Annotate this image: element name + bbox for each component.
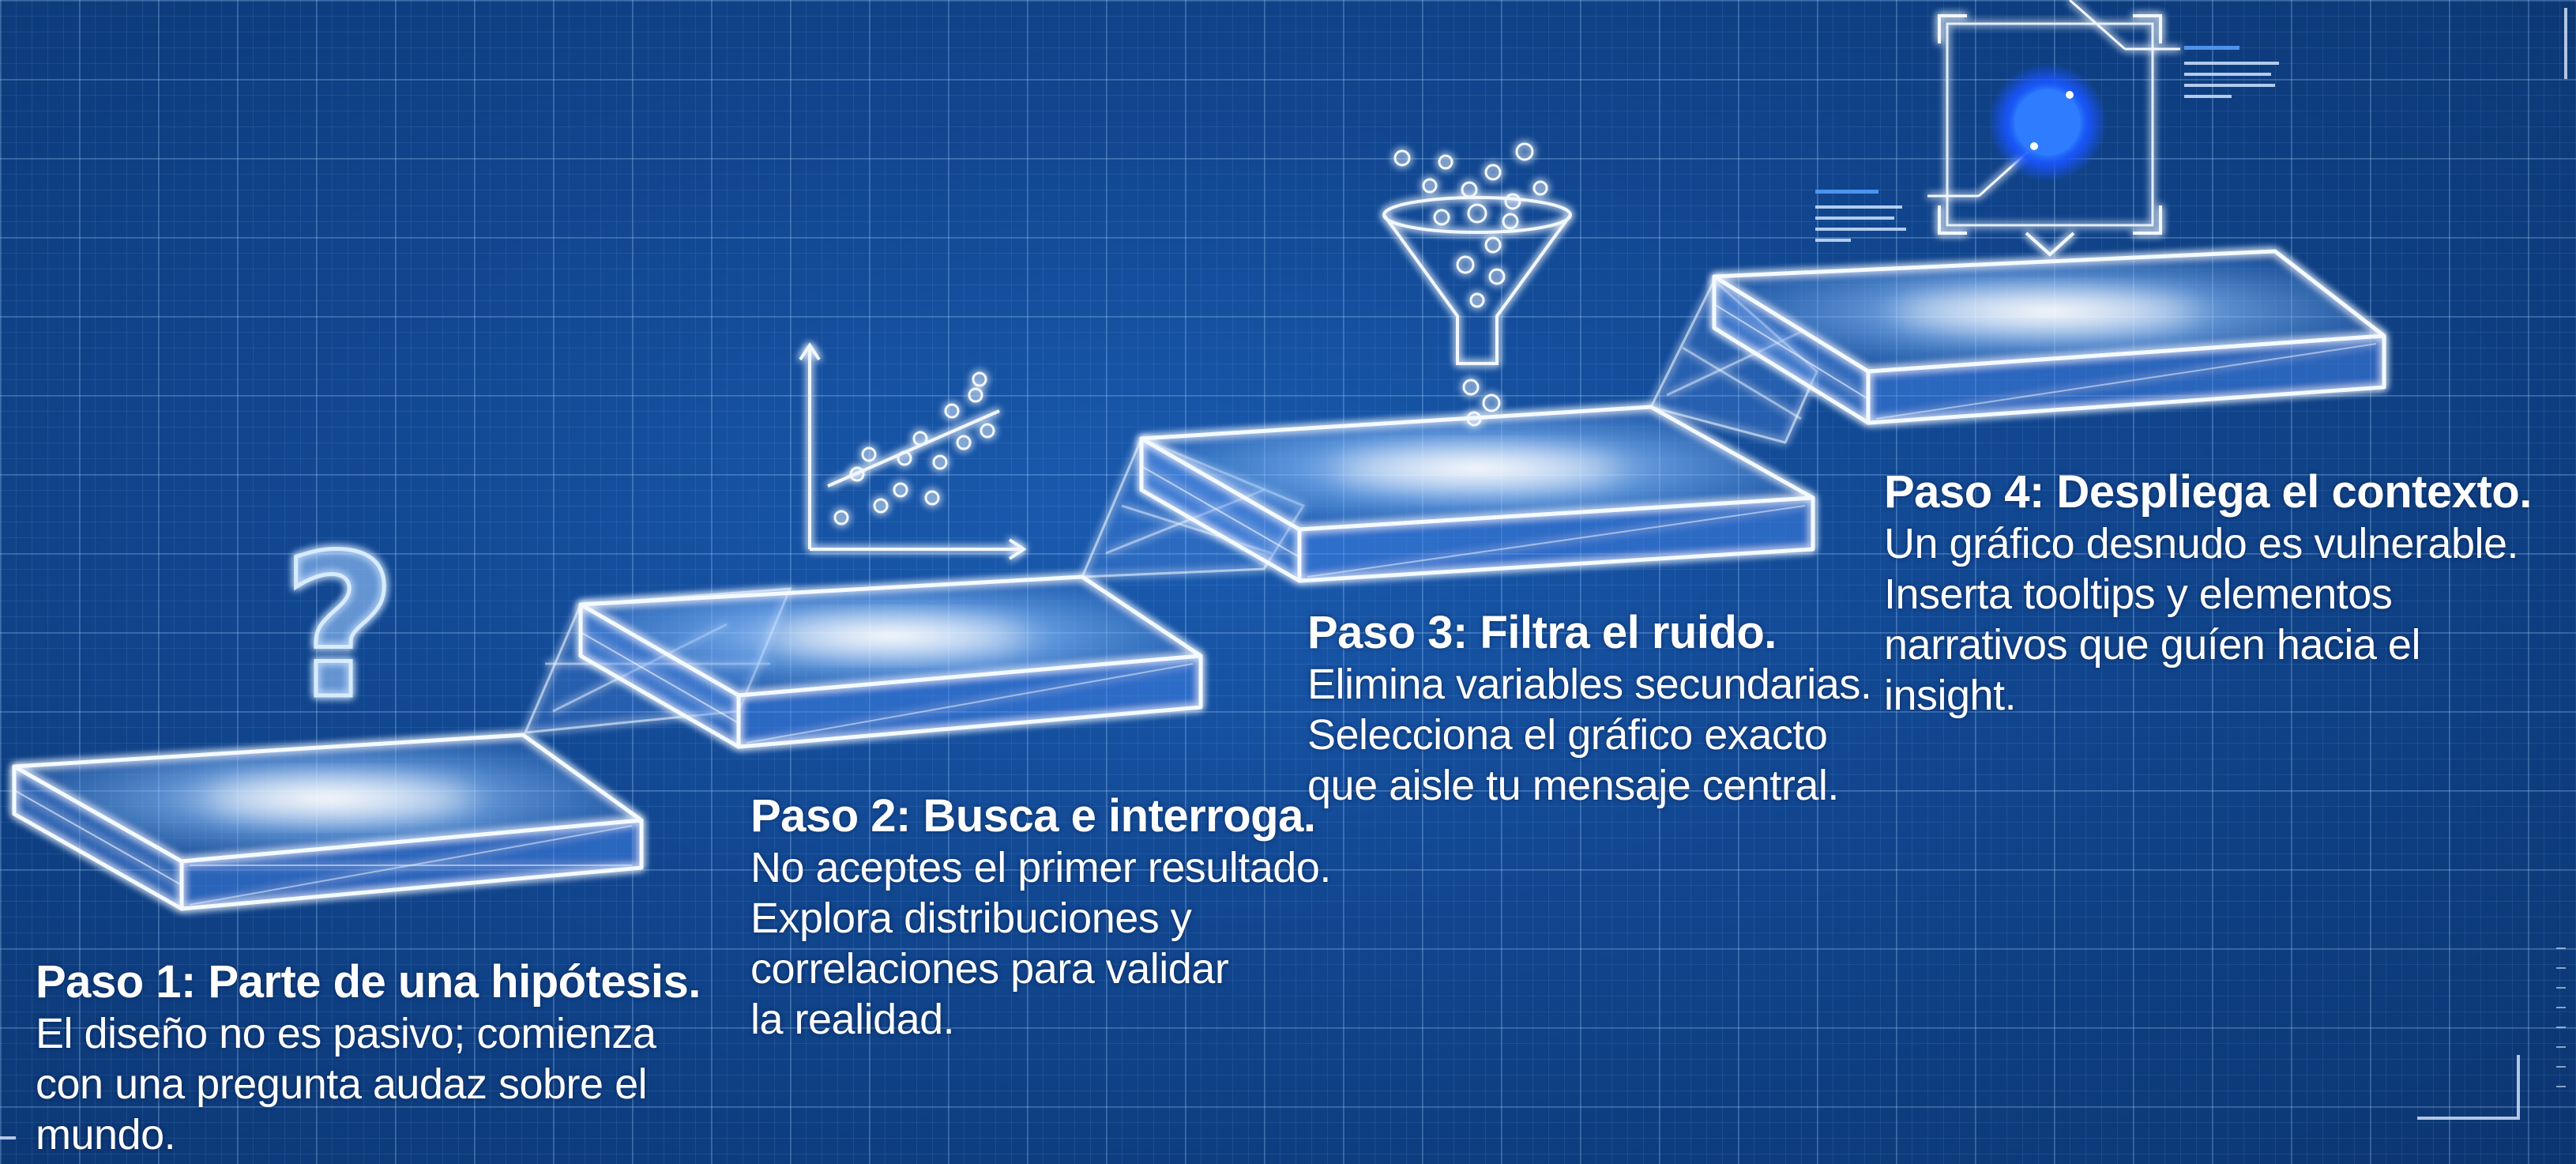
platform-4 [1712, 249, 2386, 425]
step-2-body-line-4: la realidad. [750, 996, 955, 1043]
scatter-plot-icon [799, 342, 1027, 560]
step-2-title: Paso 2: Busca e interroga. [750, 790, 1316, 842]
tooltip-frame-icon [1815, 0, 2279, 257]
step-3-title: Paso 3: Filtra el ruido. [1307, 607, 1777, 658]
question-mark-icon: ? [280, 510, 399, 744]
step-1-title: Paso 1: Parte de una hipótesis. [36, 956, 701, 1008]
step-4-body-line-1: Un gráfico desnudo es vulnerable. [1884, 520, 2519, 567]
platform-2 [578, 574, 1203, 749]
funnel-icon [1382, 142, 1572, 427]
scale-ticks [2556, 947, 2566, 1087]
step-1-body-line-1: El diseño no es pasivo; comienza [36, 1010, 656, 1057]
step-3-text: Paso 3: Filtra el ruido. Elimina variabl… [1307, 607, 1908, 811]
step-2-text: Paso 2: Busca e interroga. No aceptes el… [750, 790, 1382, 1045]
step-4-body-line-3: narrativos que guíen hacia el insight. [1884, 621, 2420, 719]
step-3-body-line-3: que aisle tu mensaje central. [1307, 762, 1839, 809]
step-1-body-line-3: mundo. [36, 1111, 176, 1158]
svg-text:?: ? [282, 512, 397, 742]
step-1-body-line-2: con una pregunta audaz sobre el [36, 1060, 648, 1108]
tooltip-placeholder-text-left [1815, 190, 1906, 242]
tooltip-placeholder-text-right [2184, 46, 2279, 98]
frame-corners [0, 8, 2567, 1140]
step-4-body-line-2: Inserta tooltips y elementos [1884, 571, 2393, 618]
step-3-body-line-1: Elimina variables secundarias. [1307, 661, 1872, 708]
platform-1 [12, 733, 644, 911]
step-2-body-line-2: Explora distribuciones y [750, 895, 1192, 942]
step-1-text: Paso 1: Parte de una hipótesis. El diseñ… [36, 956, 715, 1160]
step-2-body-line-1: No aceptes el primer resultado. [750, 844, 1331, 891]
step-4-text: Paso 4: Despliega el contexto. Un gráfic… [1884, 466, 2563, 721]
step-2-body-line-3: correlaciones para validar [750, 945, 1229, 993]
step-4-title: Paso 4: Despliega el contexto. [1884, 466, 2532, 518]
step-3-body-line-2: Selecciona el gráfico exacto [1307, 711, 1828, 759]
